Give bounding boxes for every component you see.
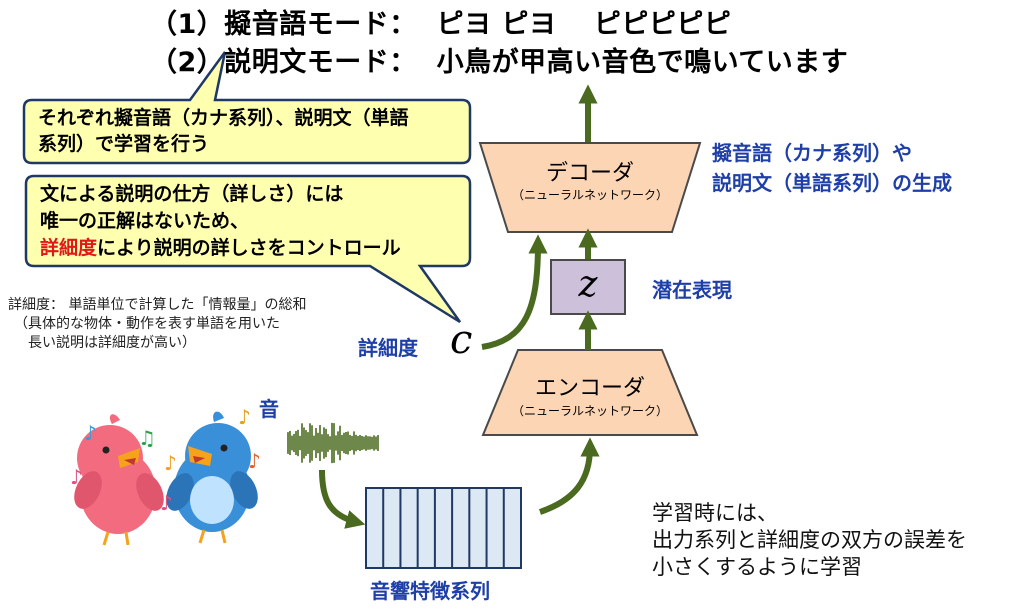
decoder-sub: （ニューラルネットワーク） bbox=[511, 188, 668, 202]
feature-label: 音響特徴系列 bbox=[370, 579, 490, 603]
arrow-condition-to-decoder bbox=[481, 234, 548, 350]
sound-label: 音 bbox=[259, 397, 279, 421]
training-note-line-3: 小さくするように学習 bbox=[652, 555, 862, 579]
callout-2-line-3: 詳細度により説明の詳しさをコントロール bbox=[40, 235, 401, 262]
svg-text:♪: ♪ bbox=[84, 421, 97, 445]
generation-label: 擬音語（カナ系列）や 説明文（単語系列）の生成 bbox=[712, 138, 952, 198]
svg-text:♪: ♪ bbox=[160, 491, 173, 515]
callout-2-line-2: 唯一の正解はないため、 bbox=[40, 210, 250, 232]
note-line-2: （具体的な物体・動作を表す単語を用いた bbox=[14, 316, 280, 332]
callout-2-text: 文による説明の仕方（詳しさ）には 唯一の正解はないため、 詳細度により説明の詳し… bbox=[40, 181, 401, 262]
blue-bird-icon bbox=[166, 411, 258, 544]
callout-1-text: それぞれ擬音語（カナ系列）、説明文（単語 系列）で学習を行う bbox=[38, 105, 409, 157]
detail-level-note: 詳細度： 単語単位で計算した「情報量」の総和 （具体的な物体・動作を表す単語を用… bbox=[8, 296, 306, 353]
encoder-shape bbox=[481, 349, 699, 436]
detail-level-highlight: 詳細度 bbox=[40, 237, 98, 259]
music-note-icon: ♪ ♫ ♪ ♪ ♪ ♪ ♪ bbox=[70, 405, 261, 515]
training-note: 学習時には、 出力系列と詳細度の双方の誤差を 小さくするように学習 bbox=[652, 500, 967, 581]
encoder-label: エンコーダ bbox=[534, 376, 645, 401]
condition-label: 詳細度 bbox=[358, 336, 418, 360]
svg-text:♪: ♪ bbox=[164, 451, 177, 475]
decoder-shape bbox=[478, 142, 702, 233]
callout-1-line-2: 系列）で学習を行う bbox=[38, 133, 210, 155]
note-line-3: 長い説明は詳細度が高い） bbox=[28, 335, 196, 351]
svg-text:♪: ♪ bbox=[70, 465, 83, 489]
latent-symbol: z bbox=[578, 264, 598, 305]
title-2-num: （2） bbox=[150, 47, 225, 78]
title-2-value: 小鳥が甲高い音色で鳴いています bbox=[436, 47, 849, 78]
training-note-line-1: 学習時には、 bbox=[652, 501, 778, 525]
title-1-label: 擬音語モード： bbox=[224, 9, 417, 40]
note-line-1: 詳細度： 単語単位で計算した「情報量」の総和 bbox=[8, 297, 307, 313]
svg-text:♪: ♪ bbox=[238, 405, 251, 429]
callout-1-line-1: それぞれ擬音語（カナ系列）、説明文（単語 bbox=[38, 107, 409, 129]
callout-2-line-3-rest: により説明の詳しさをコントロール bbox=[97, 237, 401, 259]
latent-label: 潜在表現 bbox=[652, 278, 732, 302]
generation-line-2: 説明文（単語系列）の生成 bbox=[712, 171, 952, 195]
title-line-2: （2）説明文モード： 小鳥が甲高い音色で鳴いています bbox=[150, 40, 848, 79]
training-note-line-2: 出力系列と詳細度の双方の誤差を bbox=[652, 528, 967, 552]
callout-1-bubble bbox=[22, 51, 472, 165]
svg-text:♫: ♫ bbox=[138, 426, 156, 450]
title-2-label: 説明文モード： bbox=[224, 47, 417, 78]
callout-2-bubble bbox=[24, 174, 472, 324]
title-1-num: （1） bbox=[150, 9, 225, 40]
feature-sequence bbox=[365, 487, 522, 569]
pink-bird-icon bbox=[74, 414, 164, 546]
callout-2-line-1: 文による説明の仕方（詳しさ）には bbox=[40, 183, 344, 205]
decoder-label: デコーダ bbox=[545, 161, 634, 186]
svg-text:♪: ♪ bbox=[248, 449, 261, 473]
title-line-1: （1）擬音語モード： ピヨ ピヨ ピピピピピ bbox=[150, 2, 731, 41]
arrow-features-to-encoder bbox=[539, 437, 600, 515]
waveform-icon bbox=[287, 422, 379, 464]
arrow-wave-to-features bbox=[319, 469, 366, 529]
title-1-value: ピヨ ピヨ ピピピピピ bbox=[436, 9, 732, 40]
condition-symbol: c bbox=[450, 317, 473, 363]
encoder-sub: （ニューラルネットワーク） bbox=[511, 404, 668, 418]
generation-line-1: 擬音語（カナ系列）や bbox=[712, 141, 912, 165]
